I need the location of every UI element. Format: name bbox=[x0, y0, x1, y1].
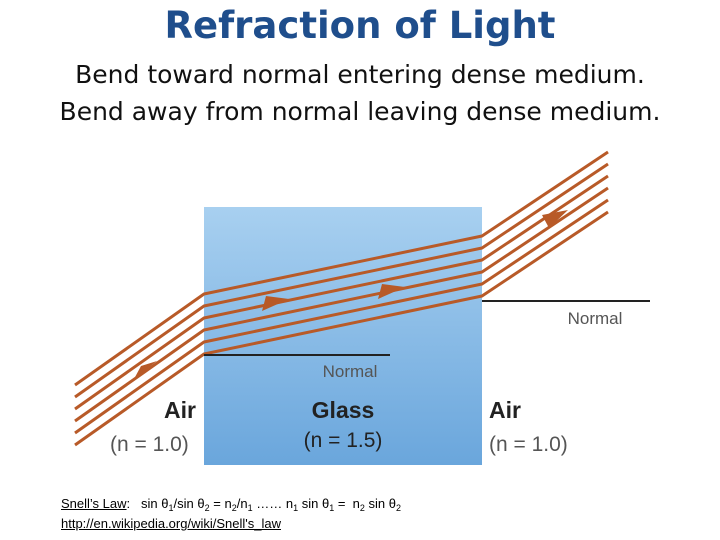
subtitle-line-1: Bend toward normal entering dense medium… bbox=[75, 60, 645, 89]
middle-medium-index: (n = 1.5) bbox=[304, 429, 383, 452]
ray-6 bbox=[74, 210, 609, 447]
arrowhead-glass-2 bbox=[378, 284, 405, 299]
ray-1 bbox=[74, 150, 609, 387]
left-medium-name: Air bbox=[164, 397, 196, 423]
normal-label-left: Normal bbox=[323, 362, 378, 381]
middle-medium-name: Glass bbox=[312, 397, 375, 423]
ray-arrowheads bbox=[134, 210, 568, 379]
arrowhead-glass-1 bbox=[262, 296, 289, 311]
right-medium-index: (n = 1.0) bbox=[489, 433, 568, 456]
arrowhead-left bbox=[134, 361, 157, 379]
ray-5 bbox=[74, 198, 609, 435]
right-medium-name: Air bbox=[489, 397, 521, 423]
arrowhead-right bbox=[542, 210, 568, 228]
snells-law-formula: Snell’s Law: sin θ1/sin θ2 = n2/n1 …… n1… bbox=[61, 496, 402, 513]
snells-law-label: Snell’s Law bbox=[61, 496, 127, 511]
ray-4 bbox=[74, 186, 609, 423]
snells-law-wikipedia-link[interactable]: http://en.wikipedia.org/wiki/Snell's_law bbox=[61, 516, 281, 531]
left-medium-index: (n = 1.0) bbox=[110, 433, 189, 456]
slide-title: Refraction of Light bbox=[164, 4, 556, 47]
subtitle-line-2: Bend away from normal leaving dense medi… bbox=[59, 97, 661, 126]
glass-block bbox=[204, 207, 482, 465]
normal-label-right: Normal bbox=[568, 309, 623, 328]
ray-2 bbox=[74, 162, 609, 399]
